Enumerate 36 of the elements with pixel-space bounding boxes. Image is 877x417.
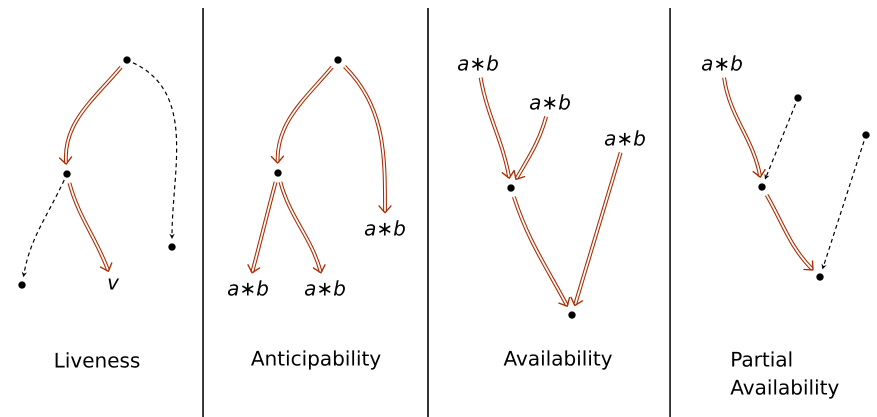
double-arrow — [247, 181, 278, 274]
double-arrow — [68, 182, 112, 272]
dot — [123, 56, 131, 64]
caption: Anticipability — [251, 350, 381, 370]
caption: Availability — [504, 350, 612, 370]
math-label: a∗b — [702, 55, 742, 71]
double-arrow — [270, 66, 334, 164]
double-arrow — [343, 65, 392, 214]
dot — [568, 311, 576, 319]
dot — [816, 273, 824, 281]
double-arrow — [478, 77, 515, 179]
dot — [18, 281, 26, 289]
caption: Partial Availability — [730, 351, 839, 399]
double-arrow — [570, 152, 623, 306]
dot — [862, 131, 870, 139]
double-arrow — [513, 116, 548, 180]
dot — [507, 184, 515, 192]
dot — [794, 94, 802, 102]
dot — [334, 56, 342, 64]
math-label: v — [108, 278, 120, 290]
double-arrow — [722, 77, 766, 178]
double-arrow — [58, 66, 123, 165]
double-arrow — [764, 194, 814, 271]
math-label: a∗b — [304, 280, 345, 296]
double-arrow — [512, 196, 570, 307]
dot — [758, 183, 766, 191]
math-label: a∗b — [364, 220, 405, 236]
caption: Liveness — [56, 352, 140, 368]
math-label: a∗b — [604, 130, 645, 146]
math-label: a∗b — [530, 94, 570, 110]
dot — [274, 169, 282, 177]
math-label: a∗b — [228, 280, 268, 296]
dot — [168, 243, 176, 251]
math-label: a∗b — [458, 55, 498, 71]
dot — [63, 170, 71, 178]
double-arrow — [278, 181, 326, 274]
